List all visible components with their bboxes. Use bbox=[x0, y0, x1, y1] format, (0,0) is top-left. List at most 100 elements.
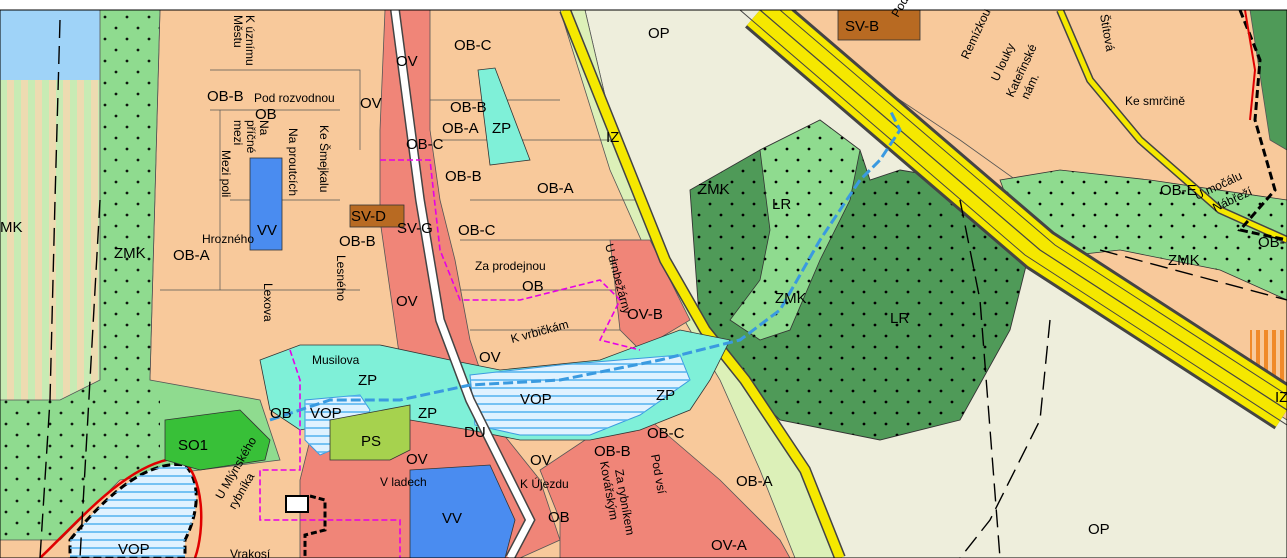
zone-label: OV-B bbox=[627, 306, 663, 323]
boundary-symbol bbox=[303, 494, 327, 558]
school-zone-north bbox=[249, 157, 283, 251]
zone-label: ZMK bbox=[775, 290, 807, 307]
zone-label: OB-B bbox=[450, 99, 487, 116]
zone-label: SO1 bbox=[178, 437, 208, 454]
street-label: Na bbox=[257, 120, 271, 136]
zone-label: ZP bbox=[656, 387, 675, 404]
zone-label: VOP bbox=[310, 405, 342, 422]
map-frame-top bbox=[0, 0, 1287, 10]
street-label: mezi bbox=[231, 120, 245, 145]
zone-label: OB bbox=[270, 405, 292, 422]
zone-label: IZ bbox=[606, 129, 619, 146]
zone-label: OV bbox=[530, 452, 552, 469]
street-label: Na proutcích bbox=[286, 128, 300, 196]
zone-label: VOP bbox=[118, 541, 150, 558]
street-label: Pod rozvodnou bbox=[254, 91, 335, 105]
building-symbol bbox=[285, 495, 309, 513]
street-label: Lexova bbox=[261, 283, 275, 322]
zone-label: LR bbox=[772, 196, 791, 213]
zone-label: VOP bbox=[520, 391, 552, 408]
road-yellow-west bbox=[559, 7, 846, 558]
sports-area bbox=[329, 404, 411, 461]
retail-center bbox=[349, 204, 405, 228]
street-label: Hrozného bbox=[202, 232, 254, 246]
zone-label: OB-A bbox=[442, 120, 479, 137]
zone-label: IZ bbox=[1275, 389, 1287, 406]
zone-label: SV-B bbox=[845, 18, 879, 35]
zone-label: ZP bbox=[418, 405, 437, 422]
zone-label: OP bbox=[648, 25, 670, 42]
zone-labels: OP SV-B OB-C OV OB-B OB OV OB-B OB-A ZP … bbox=[0, 18, 1287, 558]
zone-label: OV-A bbox=[711, 537, 747, 554]
zone-label: ZP bbox=[358, 372, 377, 389]
street-label: Ke smrčině bbox=[1125, 94, 1185, 108]
water-pond-southwest-hatch bbox=[70, 464, 197, 558]
school-zone-south bbox=[409, 464, 516, 558]
zone-label: OB-B bbox=[339, 233, 376, 250]
street-label: Pod vsí bbox=[648, 453, 669, 495]
zone-label: SV-D bbox=[351, 208, 386, 225]
zone-label: VV bbox=[257, 222, 277, 239]
zone-label: OB bbox=[255, 106, 277, 123]
zone-label: ZMK bbox=[114, 245, 146, 262]
civic-south-block bbox=[539, 419, 791, 558]
street-label: Městu bbox=[231, 15, 245, 48]
zone-label: ZMK bbox=[1168, 252, 1200, 269]
zone-label: OB-C bbox=[406, 136, 444, 153]
street-label: Vrakosí bbox=[230, 547, 271, 558]
zone-label: OB-A bbox=[537, 180, 574, 197]
zone-label: OP bbox=[1088, 521, 1110, 538]
zone-label: OB-B bbox=[445, 168, 482, 185]
stream bbox=[269, 109, 902, 422]
street-label: K Újezdu bbox=[520, 476, 569, 491]
street-label: příčné bbox=[244, 120, 258, 154]
zone-label: MK bbox=[0, 219, 23, 236]
zone-label: ZP bbox=[492, 120, 511, 137]
zone-label: OV bbox=[406, 451, 428, 468]
dashed-boundaries bbox=[39, 19, 1287, 558]
water-pond-center-hatch bbox=[470, 355, 690, 435]
so1-area bbox=[164, 409, 271, 471]
main-road bbox=[390, 9, 536, 558]
street-label: Musilova bbox=[312, 353, 360, 367]
zone-label: LR bbox=[890, 310, 909, 327]
zone-label: OB bbox=[548, 509, 570, 526]
zone-label: PS bbox=[361, 433, 381, 450]
greenery-forest-inner-dots bbox=[730, 120, 860, 340]
zone-label: OB-C bbox=[647, 425, 685, 442]
plan-boundary bbox=[380, 159, 641, 351]
zone-label: OV bbox=[396, 53, 418, 70]
zone-label: VV bbox=[442, 510, 462, 527]
civic-east-block bbox=[609, 239, 691, 351]
zone-label: OB-B bbox=[594, 443, 631, 460]
protection-boundary-ne bbox=[1237, 9, 1287, 242]
zone-label: ZMK bbox=[698, 181, 730, 198]
forest-corner bbox=[1250, 10, 1287, 150]
retail-north bbox=[837, 9, 921, 41]
parcel-lines bbox=[149, 9, 640, 381]
zone-label: SV-G bbox=[397, 220, 433, 237]
zone-label: DU bbox=[464, 424, 486, 441]
protection-boundary-ne-red bbox=[1244, 9, 1257, 121]
highway bbox=[739, 0, 1287, 430]
road-yellow-east bbox=[1056, 8, 1287, 244]
street-label: V ladech bbox=[380, 475, 427, 489]
park-zone-north bbox=[477, 67, 531, 166]
street-label: Mezi poli bbox=[219, 150, 233, 197]
zone-label: OV bbox=[479, 349, 501, 366]
map-frame-border bbox=[0, 9, 1287, 558]
street-label: Za prodejnou bbox=[475, 259, 546, 273]
zone-label: OB-C bbox=[454, 37, 492, 54]
street-label: Lesného bbox=[334, 255, 348, 301]
zone-label: OB-B bbox=[207, 88, 244, 105]
zone-label: OB-E bbox=[1160, 182, 1197, 199]
zone-label: OB-A bbox=[173, 247, 210, 264]
zone-label: OV bbox=[396, 293, 418, 310]
water-edge-top bbox=[0, 10, 60, 50]
street-label: Ke Šmejkalu bbox=[317, 125, 332, 192]
street-label: Štítová bbox=[1097, 13, 1118, 53]
zone-label: OB-A bbox=[736, 473, 773, 490]
zone-label: OB- bbox=[1258, 234, 1285, 251]
zone-label: OB bbox=[522, 278, 544, 295]
